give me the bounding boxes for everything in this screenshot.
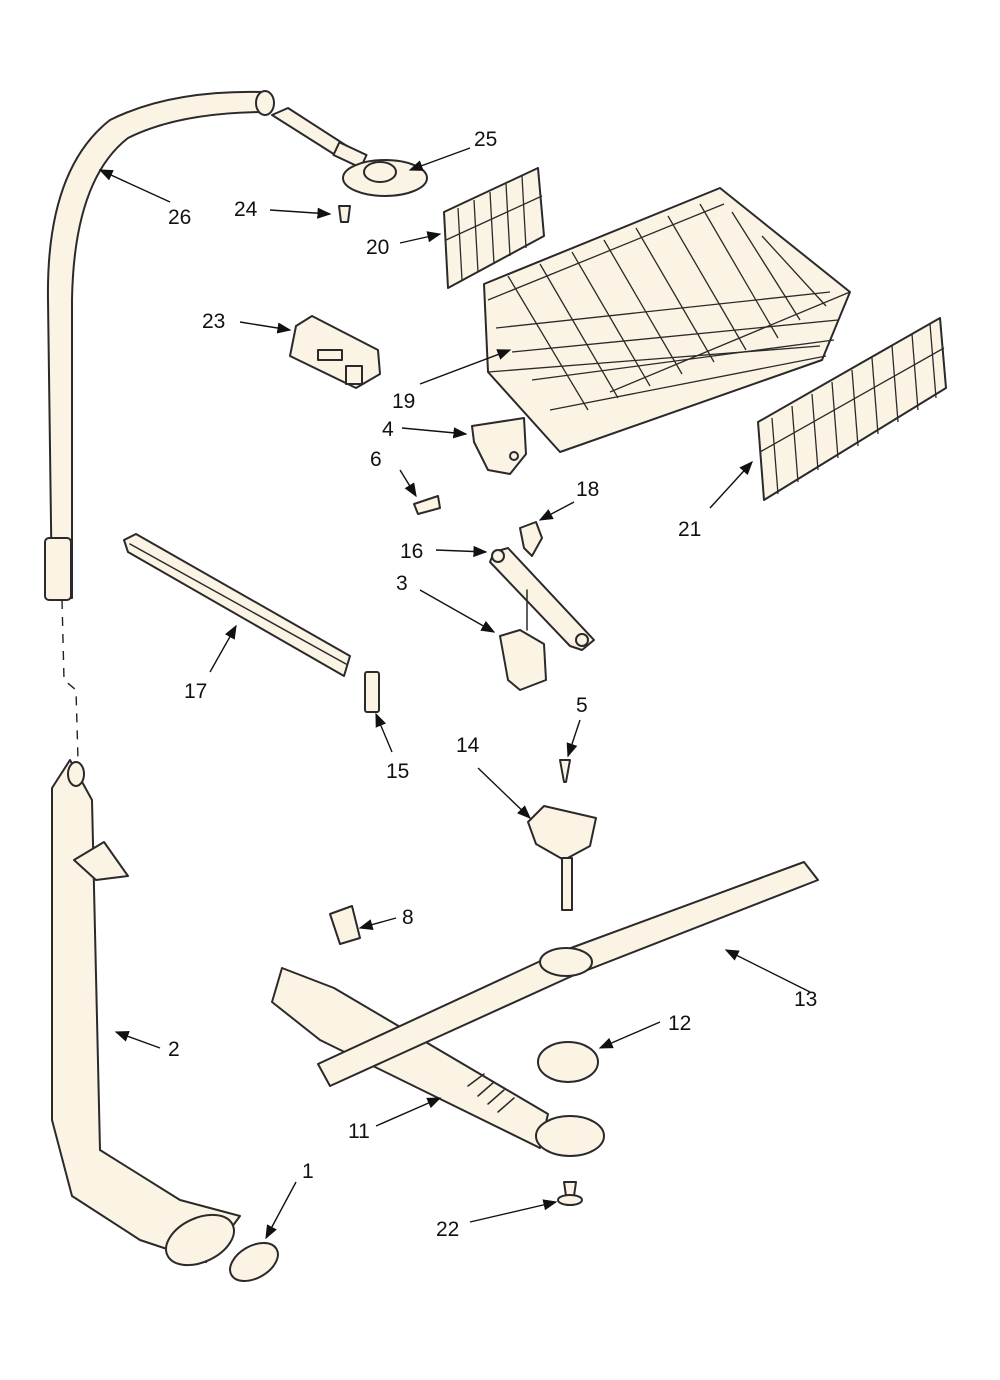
callout-17: 15: [386, 760, 409, 783]
o-ring-part: [229, 1242, 279, 1282]
callout-5: 5: [576, 694, 588, 717]
rail-clip-part: [364, 671, 380, 713]
small-divider-part: [443, 167, 545, 289]
callout-2: 2: [168, 1038, 180, 1061]
lever-arm-part: [489, 547, 595, 651]
callout-4: 4: [382, 418, 394, 441]
assembly-line: [61, 599, 79, 761]
callout-1: 1: [302, 1160, 314, 1183]
callout-23: 23: [202, 310, 225, 333]
lower-tube-part: [51, 759, 241, 1267]
callout-3: 3: [396, 572, 408, 595]
rack-basket-part: [483, 187, 851, 453]
knob-part: [519, 521, 543, 557]
rack-rail-part: [123, 533, 351, 677]
callout-18: 17: [184, 680, 207, 703]
screw-6-part: [413, 495, 441, 515]
bracket-part: [471, 417, 527, 475]
callout-19: 18: [576, 478, 599, 501]
screw-16-part: [557, 1181, 583, 1206]
rack-bumper-part: [289, 315, 381, 389]
leader-lines: [98, 147, 811, 1240]
conduit-part: [271, 967, 605, 1157]
callout-16: 22: [436, 1218, 459, 1241]
callout-14: 14: [456, 734, 480, 757]
callout-12: 12: [668, 1012, 691, 1035]
upper-tube-part: [44, 90, 275, 601]
callout-24: 26: [168, 206, 191, 229]
callout-26: 24: [234, 198, 258, 221]
callout-25: 25: [474, 128, 497, 151]
arm-support-part: [527, 759, 597, 911]
callout-20: 19: [392, 390, 415, 413]
callout-8: 8: [402, 906, 414, 929]
mount-clip-part: [329, 905, 361, 945]
spray-arm-part: [317, 861, 819, 1087]
callout-13: 13: [794, 988, 817, 1011]
long-divider-part: [757, 317, 947, 501]
callout-labels: 26 25 24 20 23 19 4 6 21 18 16 3 17 15 5…: [168, 128, 817, 1241]
spray-nozzle-part: [271, 107, 428, 197]
callout-6: 6: [370, 448, 382, 471]
screw-26-part: [338, 205, 351, 223]
latch-part: [499, 589, 547, 691]
callout-21: 20: [366, 236, 389, 259]
callout-22: 21: [678, 518, 701, 541]
callout-15: 16: [400, 540, 423, 563]
callout-11: 11: [348, 1120, 370, 1143]
seal-part: [537, 1041, 599, 1083]
